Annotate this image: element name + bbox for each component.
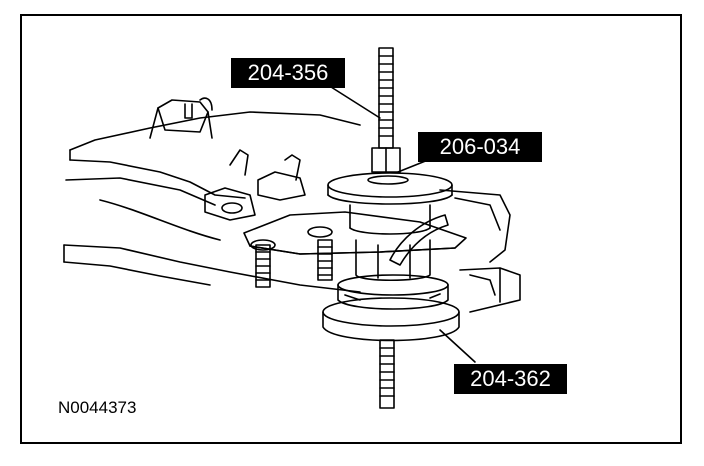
callout-rod-tool: 204-356 — [231, 58, 345, 88]
callout-cup-tool: 206-034 — [418, 132, 542, 162]
figure-id: N0044373 — [58, 398, 137, 417]
receiver-cup — [327, 172, 453, 235]
ball-joint — [355, 239, 431, 281]
control-arm — [63, 97, 521, 313]
ball-joint-plate — [243, 211, 467, 288]
callout-receiver-tool: 204-362 — [454, 364, 567, 394]
lower-receiver — [322, 274, 460, 342]
leader-lines — [319, 79, 476, 363]
forcing-rod — [371, 47, 401, 409]
